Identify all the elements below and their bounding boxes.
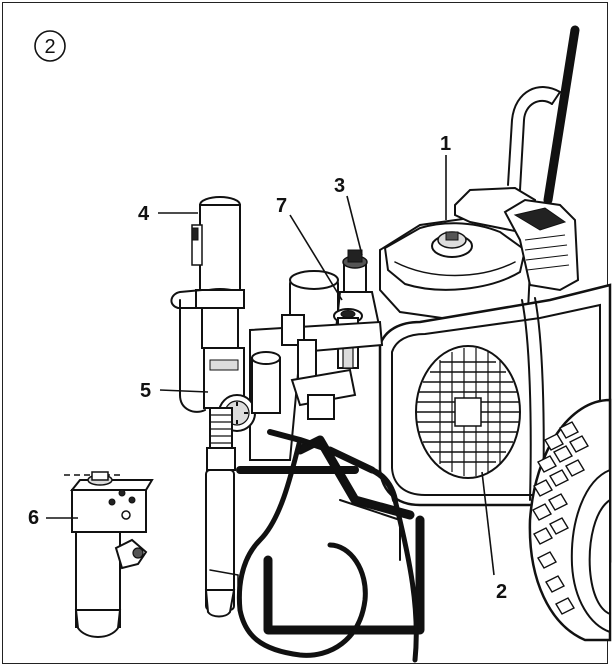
callout-2: 2 [496, 581, 507, 603]
leader-2 [481, 471, 495, 576]
mounting-bracket [249, 314, 384, 461]
detail-inset [64, 471, 154, 638]
figure-number-text: 2 [44, 36, 55, 58]
leader-lines [46, 155, 495, 576]
callout-3: 3 [334, 175, 345, 197]
callout-5: 5 [140, 380, 151, 402]
callout-7: 7 [276, 195, 287, 217]
callout-1: 1 [440, 133, 451, 155]
leader-5 [159, 389, 209, 393]
pump-column [170, 196, 281, 618]
engine-assembly [379, 186, 580, 324]
callout-4: 4 [138, 203, 150, 225]
high-pressure-hose [236, 429, 419, 663]
figure-number-badge: 2 [34, 30, 66, 62]
leader-3 [346, 195, 363, 256]
cart-handle [507, 25, 580, 205]
leader-7 [289, 214, 343, 301]
callout-labels: 1 2 3 4 5 6 7 [28, 133, 507, 603]
callout-6: 6 [28, 507, 39, 529]
wheel [528, 398, 612, 642]
